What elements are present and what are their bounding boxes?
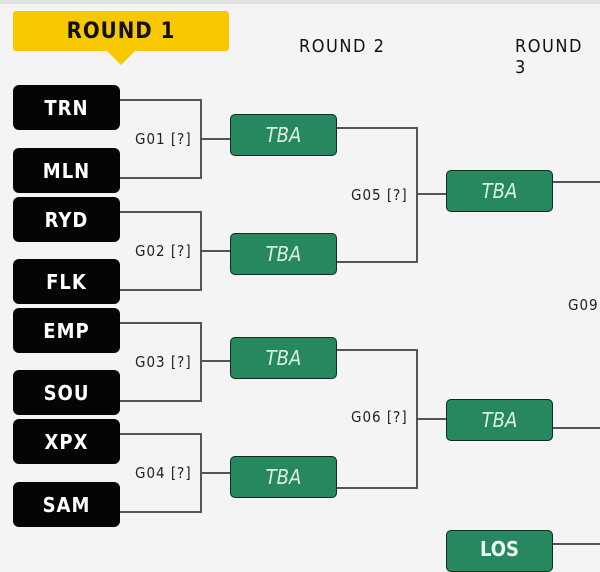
team-slot-mln[interactable]: MLN	[13, 148, 120, 193]
round-3-slot-partial[interactable]: LOS	[446, 530, 553, 572]
game-label-g03: G03 [?]	[135, 353, 192, 371]
round-2-header: ROUND 2	[299, 36, 386, 57]
team-slot-xpx[interactable]: XPX	[13, 419, 120, 464]
team-slot-sou[interactable]: SOU	[13, 370, 120, 415]
round-2-slot-3[interactable]: TBA	[230, 337, 337, 379]
round-3-slot-1[interactable]: TBA	[446, 170, 553, 212]
team-slot-flk[interactable]: FLK	[13, 259, 120, 304]
game-label-g02: G02 [?]	[135, 242, 192, 260]
team-slot-trn[interactable]: TRN	[13, 85, 120, 130]
game-label-g05: G05 [?]	[351, 186, 408, 204]
round-2-slot-2[interactable]: TBA	[230, 233, 337, 275]
round-3-slot-2[interactable]: TBA	[446, 399, 553, 441]
round-2-slot-4[interactable]: TBA	[230, 456, 337, 498]
round-1-header: ROUND 1	[13, 11, 229, 65]
team-slot-ryd[interactable]: RYD	[13, 197, 120, 242]
game-label-g04: G04 [?]	[135, 464, 192, 482]
team-slot-emp[interactable]: EMP	[13, 308, 120, 353]
round-2-slot-1[interactable]: TBA	[230, 114, 337, 156]
team-slot-sam[interactable]: SAM	[13, 482, 120, 527]
game-label-g09: G09	[568, 296, 599, 314]
top-divider	[0, 0, 600, 4]
bracket-connectors	[120, 99, 600, 545]
game-label-g06: G06 [?]	[351, 408, 408, 426]
game-label-g01: G01 [?]	[135, 130, 192, 148]
round-3-header: ROUND 3	[515, 36, 583, 78]
